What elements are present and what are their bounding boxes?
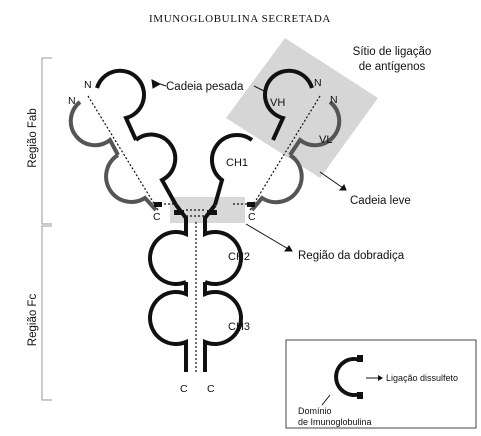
legend-domain-label-line1: Domínio [298,406,332,416]
heavy-chains [97,71,312,372]
antigen-site-label-line1: Sítio de ligação [353,46,432,58]
hinge-region-label: Região da dobradiça [298,250,405,262]
heavy-chain-label: Cadeia pesada [166,81,244,93]
legend-box: Ligação dissulfeto Domínio de Imunoglobu… [286,340,476,428]
c-terminus-heavy-right: C [207,383,215,395]
n-terminus-heavy-right: N [314,77,322,89]
vl-domain-label: VL [319,134,332,146]
n-terminus-light-right: N [330,94,338,106]
legend-domain-label-line2: de Imunoglobulina [298,417,372,427]
antigen-site-label-line2: de antígenos [359,61,426,73]
fab-bracket [42,58,52,224]
ch2-domain-label: CH2 [228,251,250,263]
n-terminus-light-left: N [68,95,76,107]
fab-region-label: Região Fab [27,108,39,167]
light-chain-label: Cadeia leve [350,195,411,207]
c-terminus-light-right: C [248,211,256,223]
legend-disulfide-marker-bottom [357,392,363,399]
n-terminus-heavy-left: N [84,79,92,91]
c-terminus-light-left: C [153,211,161,223]
fc-region-label: Região Fc [27,294,39,347]
diagram-title: IMUNOGLOBULINA SECRETADA [149,13,331,25]
ch1-domain-label: CH1 [226,157,248,169]
antigen-site-shading [226,38,378,178]
legend-disulfide-marker [357,355,363,362]
ch3-domain-label: CH3 [228,321,250,333]
legend-disulfide-label: Ligação dissulfeto [386,373,458,383]
light-chain-arrow [320,172,346,190]
vh-domain-label: VH [270,97,285,109]
c-terminus-heavy-left: C [180,383,188,395]
fc-bracket [42,226,52,400]
hinge-arrow [246,224,292,251]
